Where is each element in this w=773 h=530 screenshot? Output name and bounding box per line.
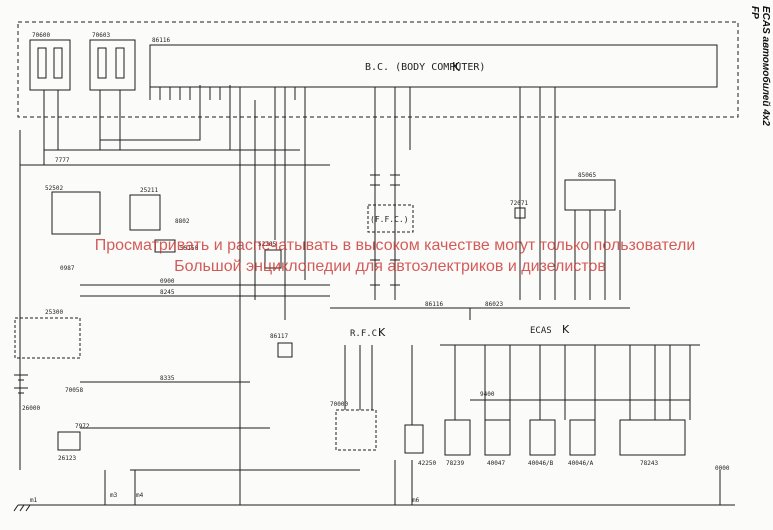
relay-block-wires: [574, 210, 621, 300]
wire-7972-label: 7972: [75, 423, 90, 430]
comp-70000-label: 70000: [330, 401, 348, 408]
valve-40046b-label: 40046/В: [528, 460, 554, 467]
right-harness: [519, 87, 556, 300]
comp-25300-label: 25300: [45, 309, 63, 316]
ecas-code-label: 86023: [485, 301, 503, 308]
bc-wires-down: [239, 100, 306, 480]
comp-72071-label: 72071: [510, 200, 528, 207]
comp-42250-label: 42250: [418, 460, 436, 467]
wire-0900-label: 0900: [160, 278, 175, 285]
rfc-wires: [344, 345, 413, 425]
wire-0987-label: 0987: [60, 265, 75, 272]
fuse-4: [115, 47, 125, 79]
valve-78239-label: 78239: [446, 460, 464, 467]
ground-m1-left: m1: [30, 497, 38, 504]
battery-symbol: [14, 374, 28, 394]
ecas-arrow: K: [562, 323, 570, 336]
wire-8802-label: 8802: [175, 218, 190, 225]
ffc-diodes: [370, 174, 400, 286]
comp-55150-label: 55150: [180, 245, 198, 252]
fuse-3: [97, 47, 107, 79]
left-rail-a: [43, 90, 121, 165]
comp-52502-label: 52502: [45, 185, 63, 192]
comp-42250-box: [404, 424, 424, 454]
bus-lines-mid: [99, 85, 231, 151]
valve-78243: [619, 419, 686, 456]
rfc-arrow: K: [378, 326, 386, 339]
wire-7777-label: 7777: [55, 157, 70, 164]
outer-dashed-frame: [17, 21, 739, 118]
fusebox-70603-label: 70603: [92, 32, 110, 39]
watermark-line-2: Большой энциклопедии для автоэлектриков …: [174, 258, 606, 275]
watermark-line-1: Просматривать и распечатывать в высоком …: [94, 237, 696, 254]
body-computer-box: [149, 44, 718, 88]
bc-connector-row: [149, 87, 306, 100]
wire-8245-label: 8245: [160, 289, 175, 296]
wire-8335-label: 8335: [160, 375, 175, 382]
fuse-2: [53, 47, 63, 79]
mid-bus: [330, 307, 630, 320]
comp-86117-box: [277, 342, 293, 358]
fusebox-70600-label: 70600: [32, 32, 50, 39]
ground-m3: m3: [110, 492, 118, 499]
ground-m4: m4: [136, 492, 144, 499]
ecas-harness-drops: [454, 345, 691, 420]
comp-86117-label: 86117: [270, 333, 288, 340]
valve-40047-label: 40047: [487, 460, 505, 467]
ffc-label: (F.F.C.): [370, 215, 409, 224]
wire-0000-label: 0000: [715, 465, 730, 472]
comp-26000-label: 26000: [22, 405, 40, 412]
relay-block-label: 85065: [578, 172, 596, 179]
comp-52705-label: 52705: [258, 241, 276, 248]
ground-m6: m6: [412, 497, 420, 504]
comp-55150-box: [154, 239, 176, 253]
valve-40046a: [569, 419, 596, 456]
rfc-label: R.F.C.: [350, 329, 383, 339]
side-title: ECAS автомобилей 4x2 FP: [749, 6, 771, 126]
ffc-wires: [374, 87, 411, 300]
comp-25211-label: 25211: [140, 187, 158, 194]
comp-70058-label: 70058: [65, 387, 83, 394]
fuse-1: [37, 47, 47, 79]
body-computer-label: B.C. (BODY COMPUTER): [365, 62, 485, 73]
relay-block-85065: [564, 179, 616, 211]
comp-25300-box: [14, 317, 81, 359]
ffc-block: [367, 204, 414, 233]
valve-40046a-label: 40046/А: [568, 460, 594, 467]
wire-9400-label: 9400: [480, 391, 495, 398]
horizontal-wires: [80, 284, 360, 471]
comp-26123-label: 26123: [58, 455, 76, 462]
valve-78243-label: 78243: [640, 460, 658, 467]
ground-hatch: [13, 504, 31, 512]
comp-25211-box: [129, 194, 161, 231]
comp-52705-box: [264, 249, 282, 269]
body-computer-code: 86116: [152, 37, 170, 44]
ground-drops: [104, 460, 721, 505]
ecu-ref-label: 86116: [425, 301, 443, 308]
comp-52502-box: [51, 191, 101, 235]
comp-70000-box: [335, 409, 377, 451]
valve-40046b: [529, 419, 556, 456]
comp-26123-box: [57, 431, 81, 451]
ecas-label: ECAS: [530, 326, 552, 336]
valve-40047: [484, 419, 511, 456]
body-computer-arrow: K: [452, 60, 461, 74]
fusebox-70600: [29, 39, 71, 91]
valve-78239: [444, 419, 471, 456]
fusebox-70603: [89, 39, 136, 91]
